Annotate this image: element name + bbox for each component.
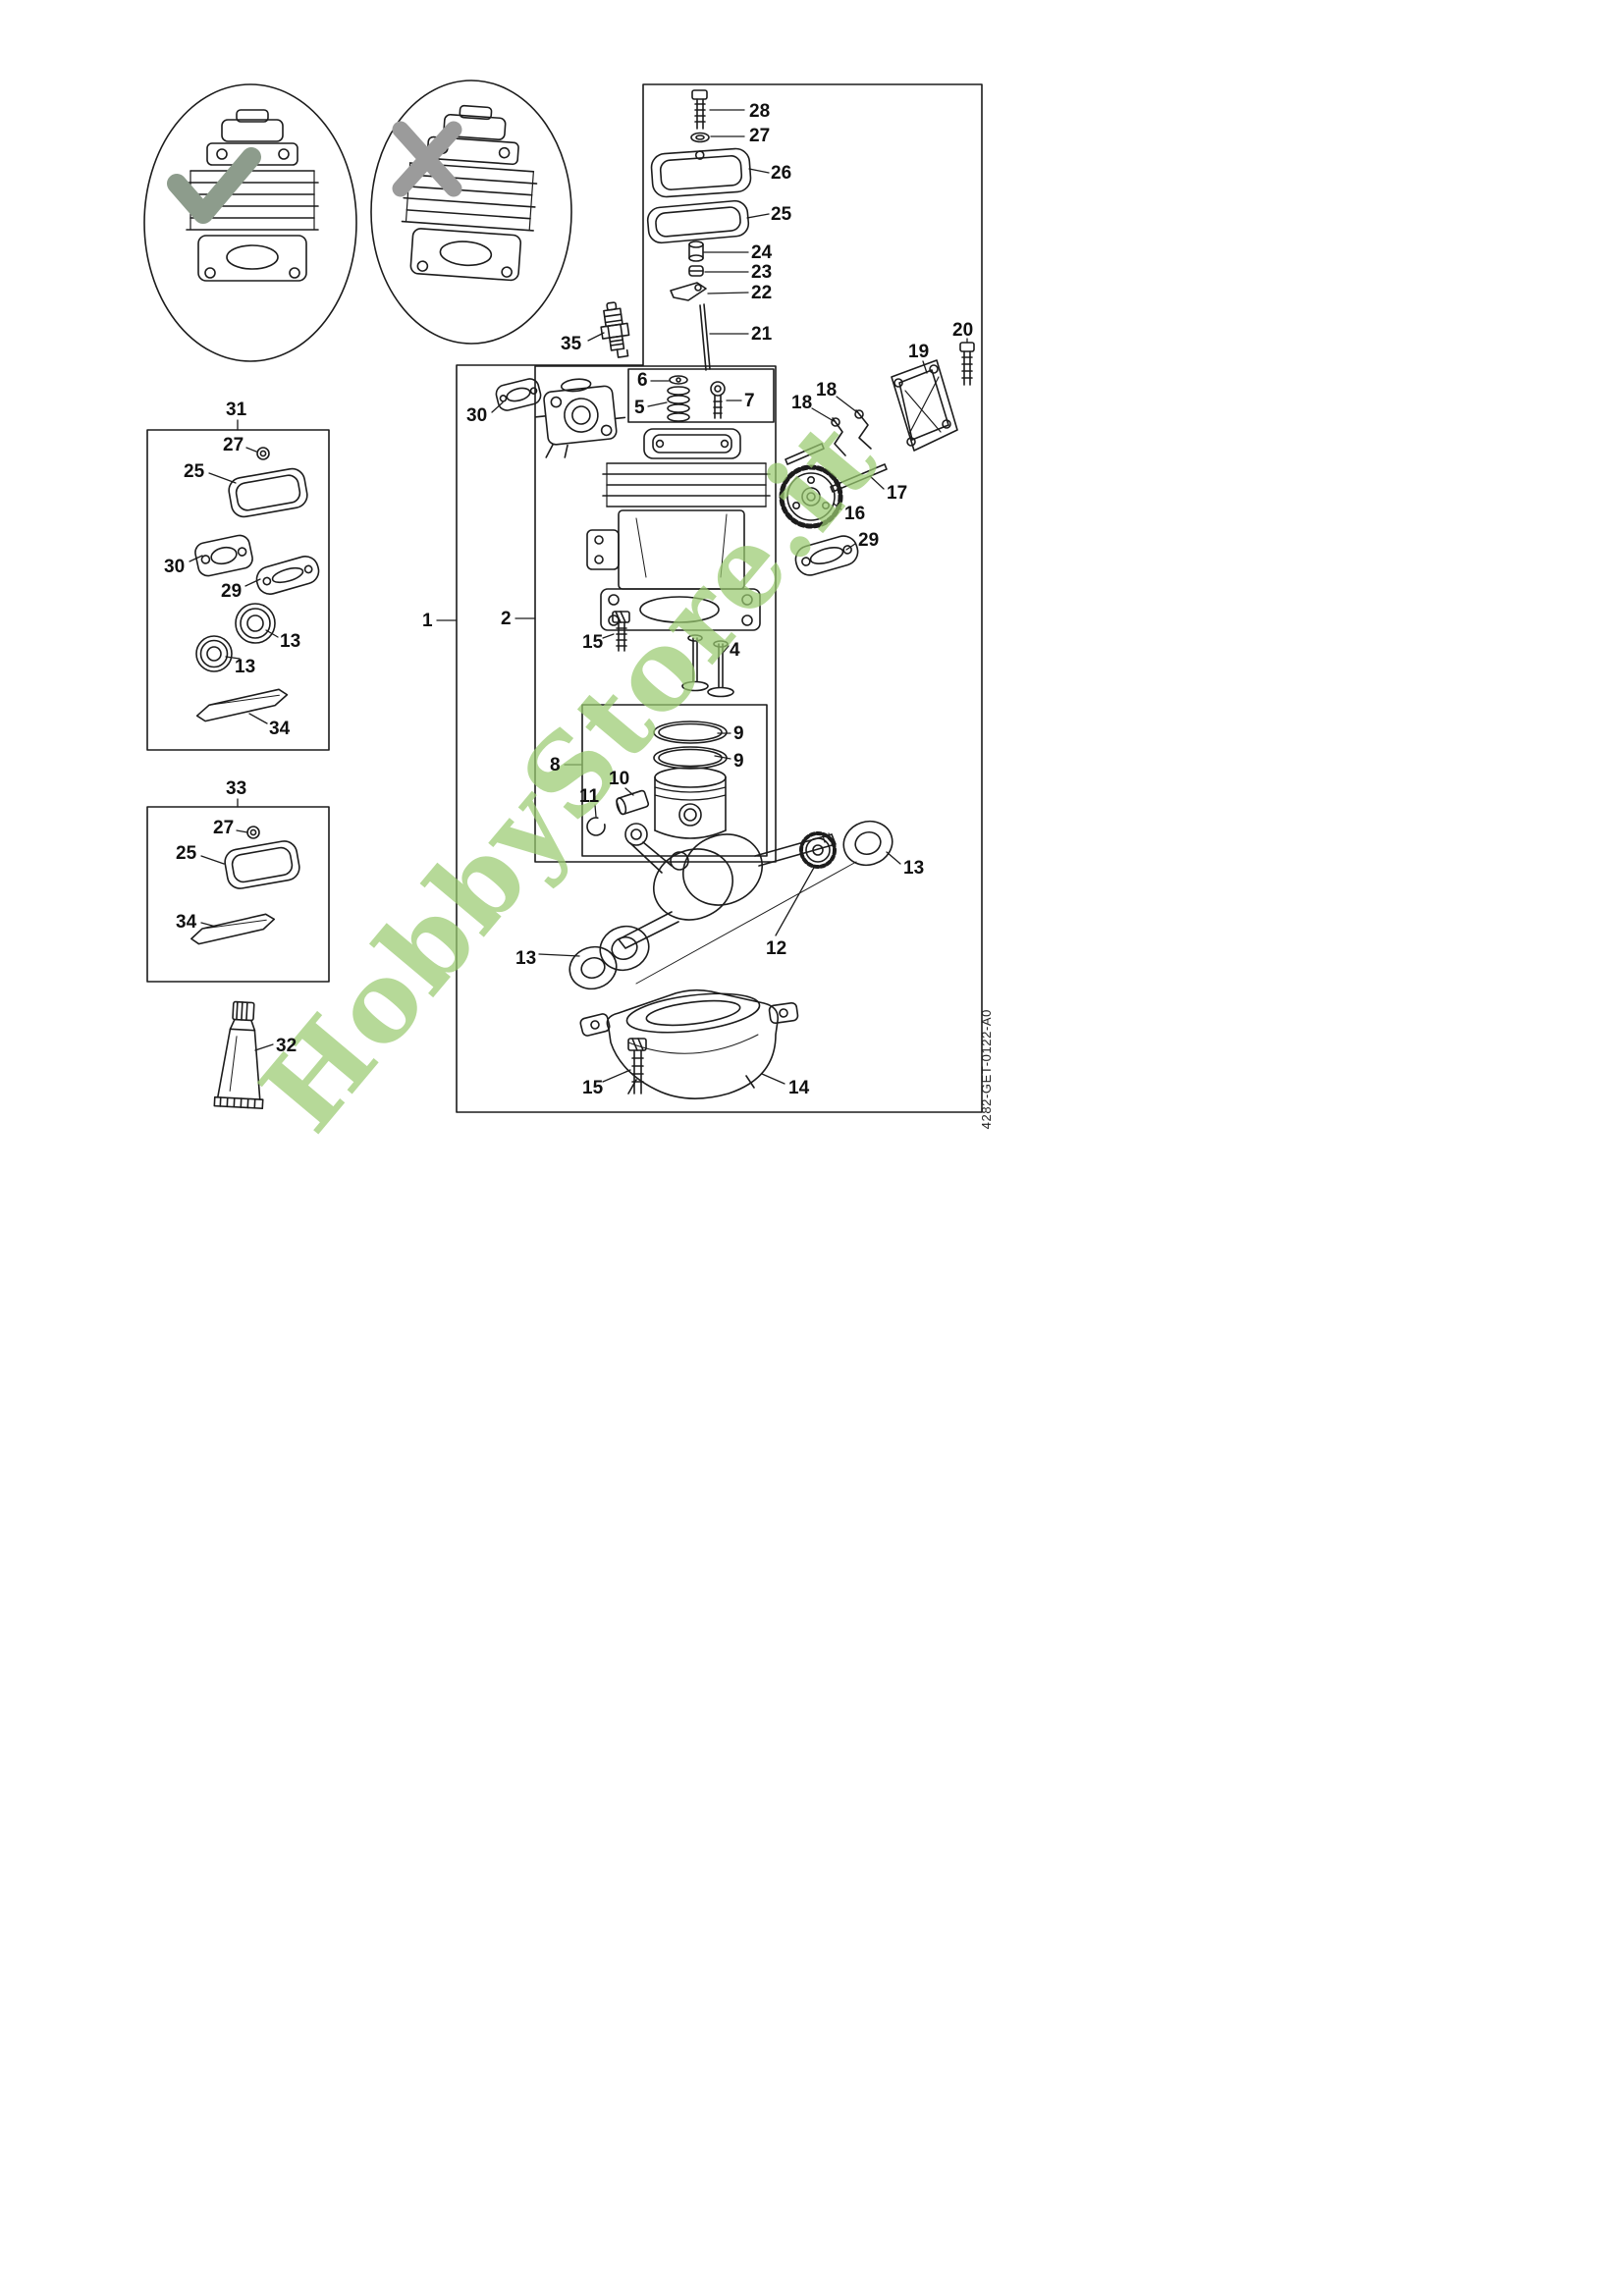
callout-34-box31: 34 xyxy=(269,719,291,739)
part-26-cover xyxy=(650,147,752,198)
part-24-plug xyxy=(688,240,704,262)
part-6-retainer xyxy=(669,375,688,385)
part-29-gasket-right xyxy=(794,535,859,576)
callout-13-seal-a: 13 xyxy=(280,631,301,652)
orientation-good xyxy=(143,83,357,362)
callout-18-b: 18 xyxy=(816,380,838,400)
callout-13-left: 13 xyxy=(515,948,537,969)
callout-1: 1 xyxy=(422,611,433,631)
part-13-bearing-right xyxy=(842,820,893,867)
callout-17: 17 xyxy=(887,483,908,504)
callout-7: 7 xyxy=(744,391,755,411)
part-15-bolt-bottom xyxy=(627,1038,647,1095)
callout-18-a: 18 xyxy=(791,393,813,413)
callout-4: 4 xyxy=(730,640,740,661)
callout-25-top: 25 xyxy=(771,204,792,225)
callout-30-box31: 30 xyxy=(164,557,186,577)
callout-5: 5 xyxy=(634,398,645,418)
callout-27-box33: 27 xyxy=(213,818,235,838)
part-27-washer xyxy=(690,132,710,143)
box33-parts xyxy=(190,826,300,945)
part-13-bearing-left xyxy=(568,925,650,990)
part-15-bolt-top xyxy=(612,611,630,652)
part-32-sealant-tube xyxy=(213,1000,264,1109)
part-9-rings xyxy=(653,721,728,770)
callout-9-b: 9 xyxy=(733,751,744,772)
leader-lines xyxy=(189,109,968,1085)
part-30-gasket-top xyxy=(495,378,542,411)
part-20-bolt xyxy=(959,342,975,386)
callout-14: 14 xyxy=(788,1078,810,1098)
callout-16: 16 xyxy=(844,504,866,524)
part-18-levers xyxy=(831,409,872,456)
callout-26: 26 xyxy=(771,163,792,184)
callout-27-top: 27 xyxy=(749,126,771,146)
part-22-lever xyxy=(670,282,707,301)
callout-15-bottom: 15 xyxy=(582,1078,604,1098)
callout-30-top: 30 xyxy=(466,405,488,426)
callout-13-seal-b: 13 xyxy=(235,657,256,677)
box31-parts xyxy=(194,447,320,722)
cylinder-bad-illustration xyxy=(398,101,543,283)
orientation-bad xyxy=(370,80,572,345)
part-piston xyxy=(654,767,727,839)
callout-20: 20 xyxy=(952,320,974,341)
callout-33: 33 xyxy=(226,778,247,799)
part-25-gasket xyxy=(646,199,750,244)
part-4-valves xyxy=(681,634,734,698)
cross-icon xyxy=(392,121,462,197)
callout-21: 21 xyxy=(751,324,773,345)
callout-8: 8 xyxy=(550,755,561,775)
callout-28: 28 xyxy=(749,101,771,122)
callout-2: 2 xyxy=(501,609,512,629)
callout-9-a: 9 xyxy=(733,723,744,744)
callout-11: 11 xyxy=(579,786,600,807)
callout-35: 35 xyxy=(561,334,582,354)
callout-12: 12 xyxy=(766,938,787,959)
callout-6: 6 xyxy=(637,370,648,391)
callout-22: 22 xyxy=(751,283,773,303)
callout-15-top: 15 xyxy=(582,632,604,653)
callout-32: 32 xyxy=(276,1036,298,1056)
callout-25-box31: 25 xyxy=(184,461,205,482)
part-19-cover-plate xyxy=(891,359,958,452)
part-5-spring xyxy=(667,386,690,422)
part-21-rod xyxy=(699,303,711,371)
drive-gear xyxy=(799,831,837,869)
part-16-gear xyxy=(779,464,843,529)
carburetor-illustration xyxy=(535,378,626,458)
check-icon xyxy=(167,147,261,224)
frame-lines xyxy=(146,83,983,1113)
part-7-bolt xyxy=(710,381,726,419)
cylinder-main-illustration xyxy=(586,428,771,631)
callout-24: 24 xyxy=(751,242,773,263)
callout-25-box33: 25 xyxy=(176,843,197,864)
callout-34-box33: 34 xyxy=(176,912,197,933)
callout-29-box31: 29 xyxy=(221,581,243,602)
part-23-cap xyxy=(688,265,704,277)
part-28-bolt xyxy=(691,89,708,130)
callout-19: 19 xyxy=(908,342,930,362)
part-17-pin xyxy=(785,443,888,493)
part-11-clip xyxy=(586,817,606,836)
callout-31: 31 xyxy=(226,400,247,420)
part-10-pin xyxy=(616,789,650,816)
callout-13-right: 13 xyxy=(903,858,925,879)
callout-29-right: 29 xyxy=(858,530,880,551)
part-12-crankshaft xyxy=(618,823,837,949)
rocker-cover-assembly xyxy=(646,89,752,371)
part-14-crankcase xyxy=(579,988,799,1099)
doc-code: 4282-GET-0122-A0 xyxy=(979,1009,994,1130)
part-35-spark-plug xyxy=(600,301,630,358)
assembly-axis-line xyxy=(635,861,857,985)
callout-10: 10 xyxy=(609,769,630,789)
callout-23: 23 xyxy=(751,262,773,283)
callout-27-box31: 27 xyxy=(223,435,244,455)
